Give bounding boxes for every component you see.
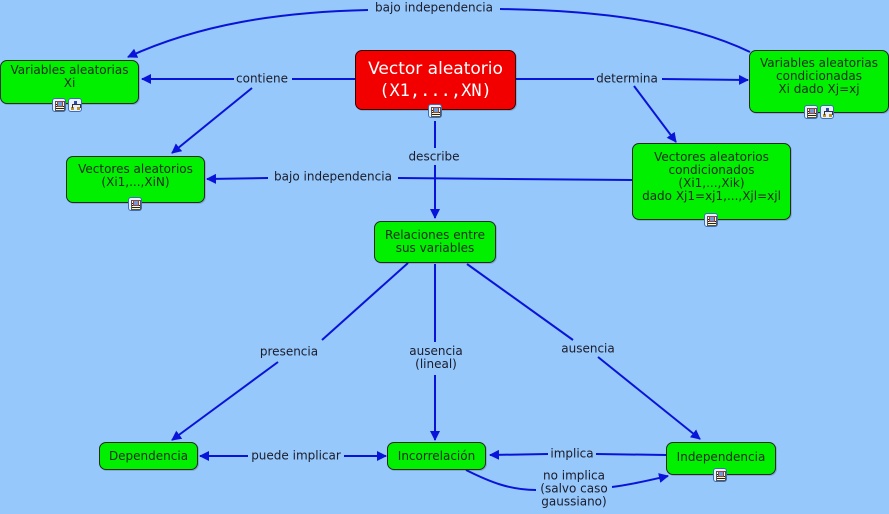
link-bajo-independencia-mid-out (206, 173, 269, 184)
link-presencia-in (321, 262, 409, 341)
concept-dependencia[interactable]: Dependencia (99, 442, 198, 470)
link-label-text: describe (408, 149, 460, 164)
link-ausencia-out (597, 356, 701, 440)
link-bajo-independencia-top-b (127, 9, 369, 58)
concept-text: sus variables (395, 241, 475, 255)
resource-icons (52, 98, 82, 112)
document-icon[interactable] (804, 105, 818, 119)
link-implica-out (489, 449, 549, 460)
concept-text: (Xi1,...,Xik) (678, 175, 745, 190)
link-label-text: ausencia (409, 344, 463, 358)
link-label-text: determina (596, 71, 658, 86)
link-bajo-independencia-top-a (499, 8, 751, 53)
concept-text: (Xi1,...,XiN) (101, 174, 170, 189)
concept-variables-aleatorias[interactable]: Variables aleatorias Xi (0, 60, 139, 104)
resource-icons (713, 468, 727, 482)
link-label-text: (salvo caso (540, 481, 608, 496)
link-bajo-independencia-mid-in (397, 177, 633, 181)
link-presencia-out (171, 361, 279, 441)
link-label-bajo-independencia-mid[interactable]: bajo independencia (272, 169, 394, 184)
link-no-implica-in (465, 469, 537, 491)
link-label-text: implica (550, 446, 594, 461)
document-icon[interactable] (128, 197, 142, 211)
link-determina-to-variables-cond (661, 74, 749, 85)
link-label-text: puede implicar (251, 448, 341, 463)
document-icon[interactable] (713, 468, 727, 482)
link-label-text: no implica (542, 468, 606, 483)
concept-text: (X1,...,XN) (379, 81, 492, 101)
concept-text: Vectores aleatorios (78, 161, 193, 176)
document-icon[interactable] (52, 98, 66, 112)
concept-text: Independencia (676, 449, 766, 464)
document-icon[interactable] (428, 104, 442, 118)
concept-vector-aleatorio[interactable]: Vector aleatorio (X1,...,XN) (355, 50, 516, 110)
concept-variables-condicionadas[interactable]: Variables aleatorias condicionadas Xi da… (749, 50, 889, 113)
link-label-text: gaussiano) (541, 494, 607, 509)
concept-text: condicionados (668, 162, 755, 177)
concept-text: Xi dado Xj=xj (778, 82, 860, 96)
document-icon[interactable] (704, 213, 718, 227)
link-label-determina[interactable]: determina (594, 71, 660, 86)
concept-incorrelacion[interactable]: Incorrelación (387, 442, 486, 470)
concept-text: Xi (63, 76, 76, 90)
concept-text: Incorrelación (397, 448, 476, 463)
resource-icons (428, 104, 442, 118)
concept-map-icon[interactable] (820, 105, 834, 119)
concept-text: condicionadas (776, 69, 862, 83)
link-label-text: contiene (236, 71, 288, 86)
link-label-text: (lineal) (415, 357, 457, 371)
concept-text: dado Xj1=xj1,...,Xjl=xjl (642, 188, 781, 203)
link-label-bajo-independencia-top[interactable]: bajo independencia (373, 0, 495, 15)
concept-text: Vector aleatorio (368, 59, 503, 79)
resource-icons (704, 213, 718, 227)
link-label-describe[interactable]: describe (406, 149, 462, 164)
link-label-text: presencia (259, 344, 319, 359)
concept-text: Variables aleatorias (10, 63, 129, 77)
link-implica-in (595, 453, 667, 456)
link-label-implica[interactable]: implica (548, 446, 596, 461)
concept-vectores-condicionados[interactable]: Vectores aleatorios condicionados (Xi1,.… (632, 143, 791, 220)
link-label-presencia[interactable]: presencia (257, 344, 321, 359)
link-ausencia-in (466, 263, 574, 341)
concept-relaciones[interactable]: Relaciones entre sus variables (374, 221, 496, 263)
link-label-ausencia-lineal[interactable]: ausencia (lineal) (407, 344, 465, 371)
concept-text: Dependencia (108, 448, 189, 463)
link-label-no-implica[interactable]: no implica (salvo caso gaussiano) (538, 468, 610, 509)
concept-map-icon[interactable] (68, 98, 82, 112)
link-label-contiene[interactable]: contiene (234, 71, 290, 86)
concept-text: Relaciones entre (385, 228, 485, 242)
link-determina-to-vectores-cond (633, 85, 677, 143)
concept-text: Variables aleatorias (760, 56, 878, 70)
concept-vectores-aleatorios[interactable]: Vectores aleatorios (Xi1,...,XiN) (66, 156, 205, 203)
link-label-text: bajo independencia (375, 0, 493, 15)
resource-icons (804, 105, 834, 119)
link-label-text: ausencia (561, 341, 615, 356)
link-no-implica-out (611, 473, 669, 488)
concept-text: Vectores aleatorios (654, 149, 769, 164)
link-contiene-to-vectores (171, 87, 253, 154)
link-label-puede-implicar[interactable]: puede implicar (249, 448, 343, 463)
link-label-text: bajo independencia (274, 169, 392, 184)
resource-icons (128, 197, 142, 211)
link-label-ausencia[interactable]: ausencia (559, 341, 617, 356)
